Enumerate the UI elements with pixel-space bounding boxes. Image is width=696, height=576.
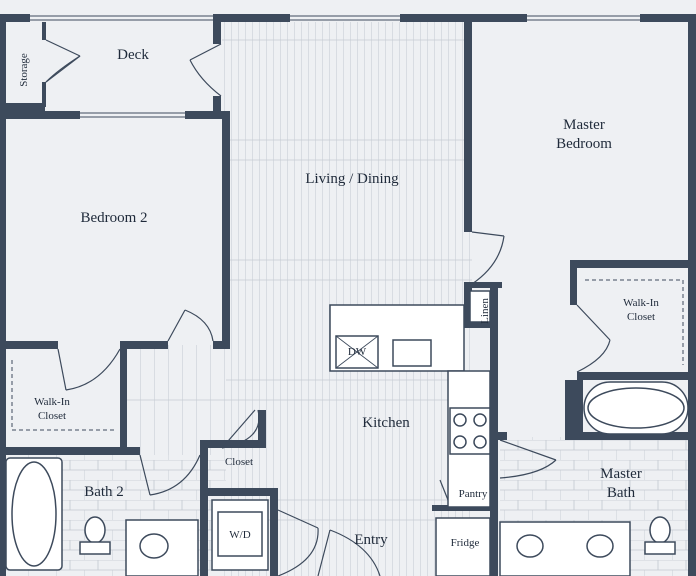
label-closet: Closet xyxy=(225,456,253,468)
label-pantry: Pantry xyxy=(459,488,488,500)
label-master-bath-1: Master xyxy=(600,466,642,482)
label-walkin-master-2: Closet xyxy=(627,311,655,323)
label-master-bedroom-2: Bedroom xyxy=(556,136,612,152)
label-bath-2: Bath 2 xyxy=(84,484,124,500)
label-master-bedroom-1: Master xyxy=(563,117,605,133)
label-fridge: Fridge xyxy=(451,537,480,549)
label-bedroom-2: Bedroom 2 xyxy=(80,210,147,226)
walls xyxy=(0,14,696,576)
label-storage: Storage xyxy=(18,53,30,87)
label-master-bath-2: Bath xyxy=(607,485,636,501)
labels: Deck Storage Living / Dining Master Bedr… xyxy=(18,47,659,549)
label-washer-dryer: W/D xyxy=(229,529,250,541)
label-walkin-bed2-1: Walk-In xyxy=(34,396,70,408)
label-living-dining: Living / Dining xyxy=(305,171,399,187)
label-dishwasher: DW xyxy=(348,346,367,358)
bath-fixtures xyxy=(5,381,689,576)
windows xyxy=(30,15,640,118)
label-linen: Linen xyxy=(479,298,491,324)
label-entry: Entry xyxy=(354,532,388,548)
kitchen-counters xyxy=(329,290,491,576)
dishwasher-x xyxy=(335,335,379,369)
label-walkin-bed2-2: Closet xyxy=(38,410,66,422)
closet-shelves xyxy=(11,279,684,431)
label-deck: Deck xyxy=(117,47,149,63)
label-kitchen: Kitchen xyxy=(362,415,410,431)
label-walkin-master-1: Walk-In xyxy=(623,297,659,309)
